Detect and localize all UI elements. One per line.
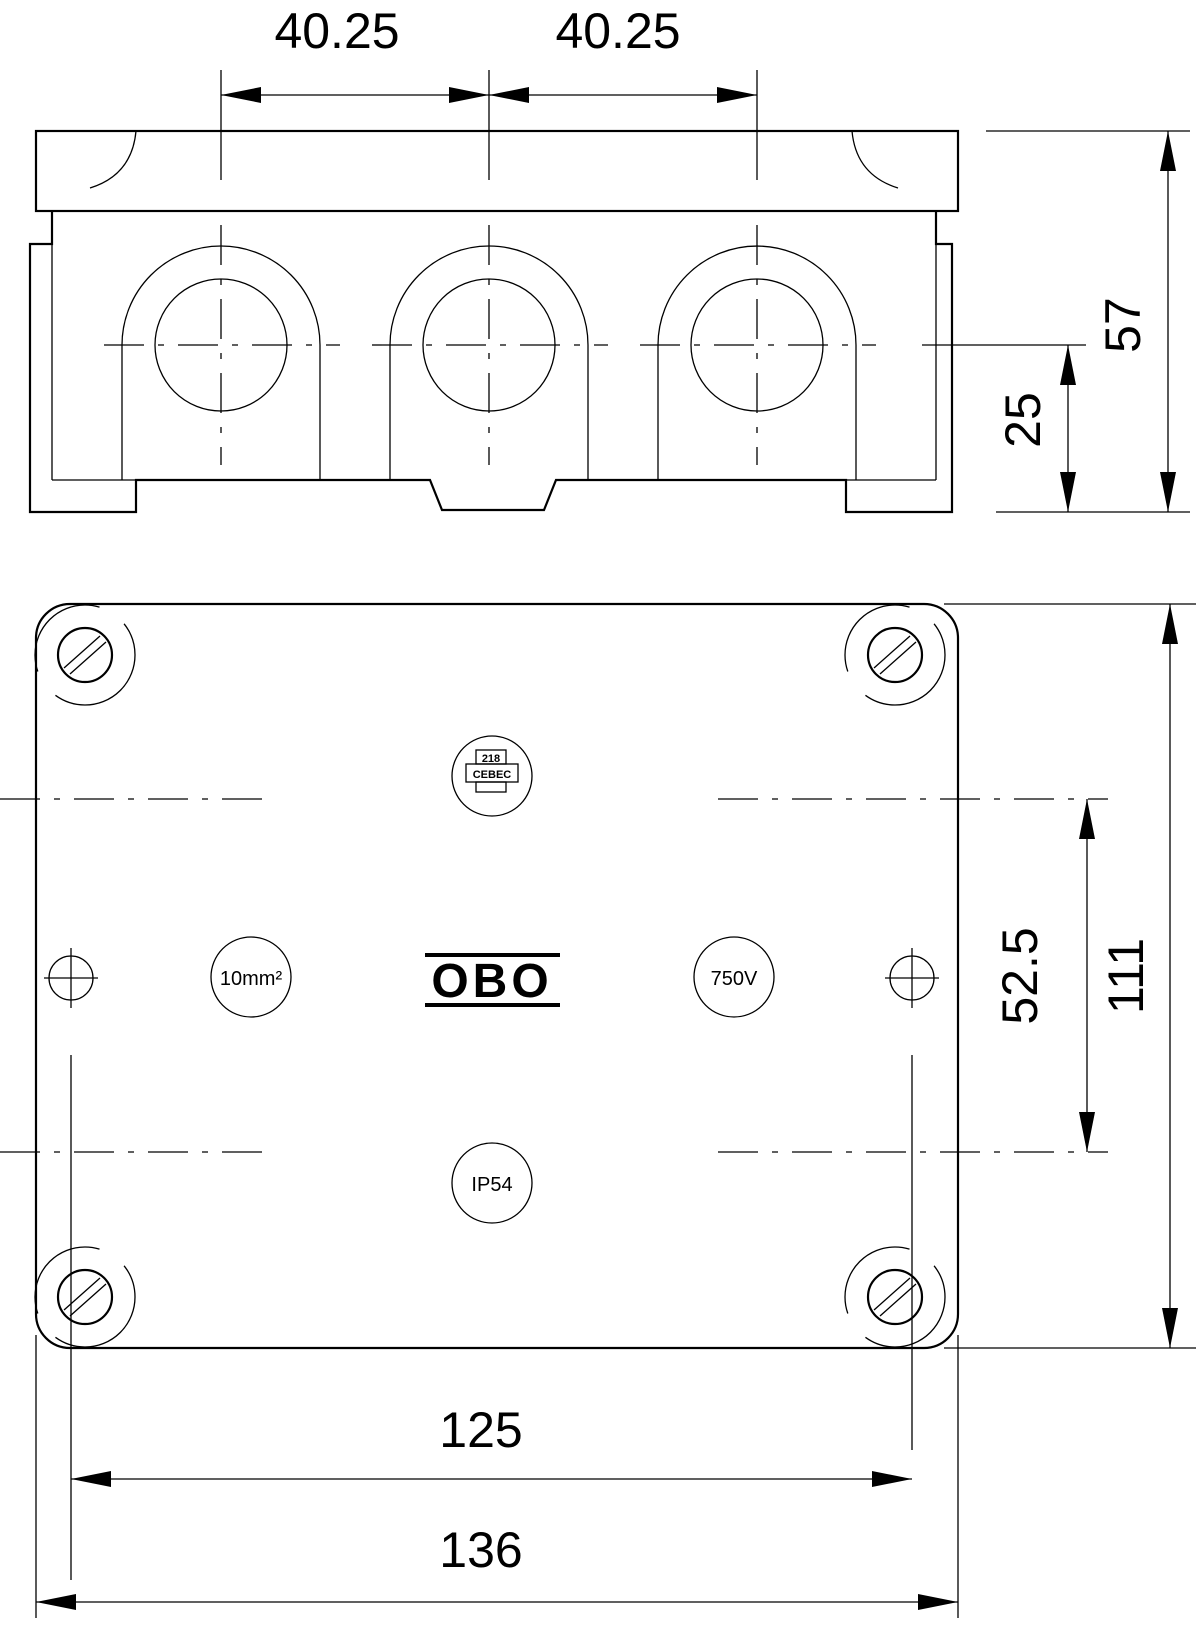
protection-mark: IP54 <box>451 1142 533 1224</box>
cross-section-mark: 10mm² <box>210 936 292 1018</box>
mount-hole-right <box>885 948 939 1008</box>
dim-label-spacing-left: 40.25 <box>274 3 399 59</box>
voltage-mark: 750V <box>693 936 775 1018</box>
dim-label-height-entry: 25 <box>995 392 1051 448</box>
dim-label-mount-spacing: 52.5 <box>992 927 1048 1024</box>
cert-mark: 218 CEBEC <box>451 735 533 817</box>
screw-top-left <box>34 604 136 706</box>
dim-label-height-lid: 111 <box>1098 938 1154 1014</box>
protection-label: IP54 <box>471 1174 512 1196</box>
dim-label-width-inner: 125 <box>439 1402 522 1458</box>
screw-bottom-right <box>844 1246 946 1348</box>
top-view: 218 CEBEC 10mm² OBO 750V IP54 111 <box>0 602 1196 1618</box>
voltage-label: 750V <box>711 968 758 990</box>
dim-label-spacing-right: 40.25 <box>555 3 680 59</box>
lid-outline <box>34 129 960 213</box>
front-view: 40.25 40.25 57 25 <box>28 3 1190 514</box>
dim-label-width-outer: 136 <box>439 1522 522 1578</box>
cable-entry-3 <box>640 225 876 480</box>
brand-label: OBO <box>431 955 552 1008</box>
cross-section-label: 10mm² <box>220 968 283 990</box>
cable-entry-1 <box>104 225 340 480</box>
brand-logo: OBO <box>425 953 560 1008</box>
screw-bottom-left <box>34 1246 136 1348</box>
screw-top-right <box>844 604 946 706</box>
dim-label-height-total: 57 <box>1095 297 1151 353</box>
cert-label-bottom: CEBEC <box>473 769 512 781</box>
lid-corner-arc-right <box>851 130 899 189</box>
lid-top-outline <box>34 602 960 1350</box>
lid-corner-arc-left <box>89 130 137 189</box>
mount-hole-left <box>44 948 98 1008</box>
cert-label-top: 218 <box>482 753 500 765</box>
box-body-outline <box>28 211 954 514</box>
cable-entry-2 <box>372 225 608 480</box>
